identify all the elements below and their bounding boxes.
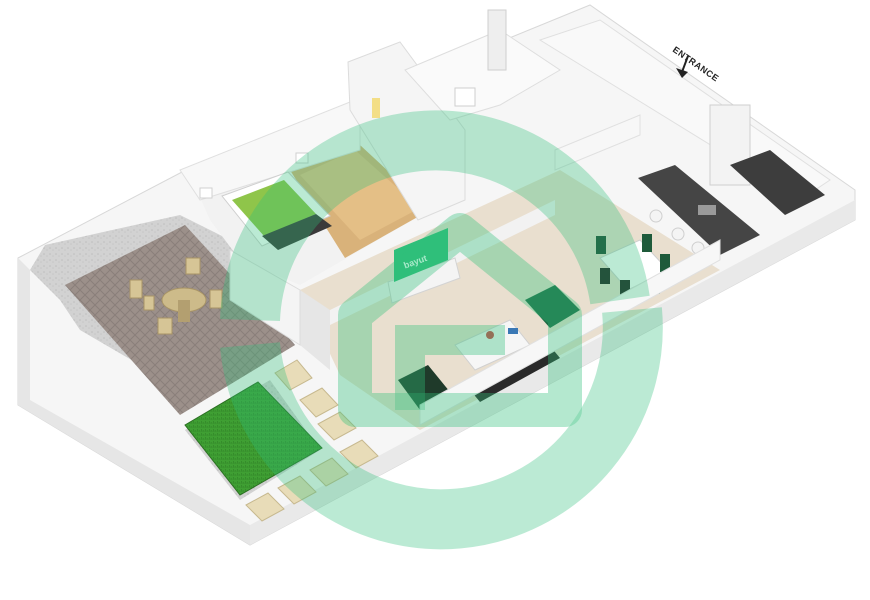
tv-unit: bayut <box>387 228 461 304</box>
terrace-dining-set <box>129 257 223 335</box>
interior-walls <box>229 114 721 426</box>
bayut-house-watermark-icon <box>220 110 663 550</box>
garden <box>184 359 379 522</box>
bedroom <box>179 97 430 285</box>
arrow-down-icon <box>676 55 689 78</box>
kitchen <box>538 19 831 255</box>
wardrobe <box>347 41 466 221</box>
bathroom <box>404 9 561 121</box>
